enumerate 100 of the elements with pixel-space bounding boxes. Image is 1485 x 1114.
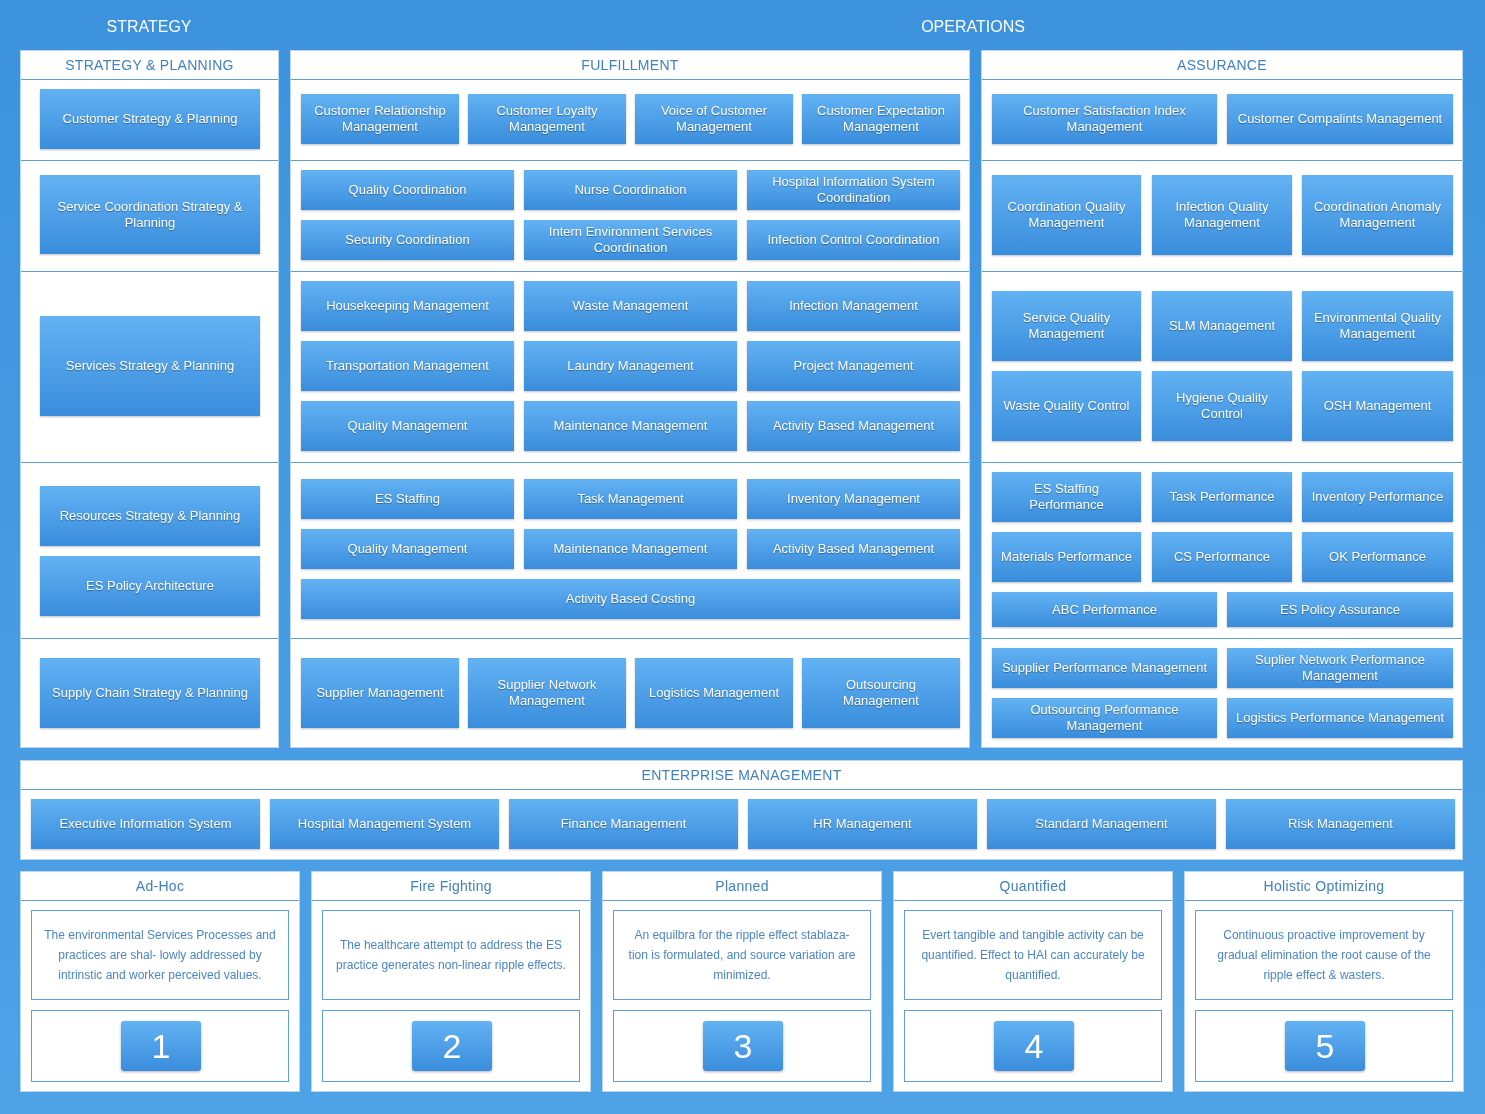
capability-box: Task Management <box>524 479 737 519</box>
level-number: 5 <box>1285 1021 1365 1071</box>
panel-heading: Ad-Hoc <box>21 872 299 901</box>
column-heading: STRATEGY <box>106 18 192 36</box>
capability-box: CS Performance <box>1152 532 1292 582</box>
capability-box: Logistics Performance Management <box>1227 698 1453 738</box>
capability-box: SLM Management <box>1152 291 1292 361</box>
capability-box: Finance Management <box>509 799 738 849</box>
description-box: Continuous proactive improvement by gradual elimination the root cause of the ripple effect & wasters. <box>1195 910 1453 1000</box>
capability-box: Outsourcing Management <box>802 658 960 728</box>
section-panel <box>602 871 882 1092</box>
capability-box: Infection Quality Management <box>1152 175 1292 255</box>
capability-box: Quality Management <box>301 529 514 569</box>
capability-box: Supplier Management <box>301 658 459 728</box>
capability-box: Customer Relationship Management <box>301 94 459 144</box>
capability-box: ES Staffing <box>301 479 514 519</box>
description-box: The environmental Services Processes and practices are shal- lowly addressed by intrinstic and worker perceived values. <box>31 910 289 1000</box>
panel-heading: FULFILLMENT <box>291 51 969 80</box>
capability-box: Transportation Management <box>301 341 514 391</box>
capability-box: Outsourcing Performance Management <box>992 698 1217 738</box>
capability-box: Housekeeping Management <box>301 281 514 331</box>
number-frame <box>322 1010 580 1082</box>
panel-heading: Fire Fighting <box>312 872 590 901</box>
section-panel <box>311 871 591 1092</box>
capability-box: Services Strategy & Planning <box>40 316 260 416</box>
number-frame <box>31 1010 289 1082</box>
capability-box: Customer Expectation Management <box>802 94 960 144</box>
capability-box: OK Performance <box>1302 532 1453 582</box>
panel-heading: ASSURANCE <box>982 51 1462 80</box>
capability-box: Infection Management <box>747 281 960 331</box>
section-panel <box>290 50 970 748</box>
capability-box: Resources Strategy & Planning <box>40 486 260 546</box>
capability-box: Hygiene Quality Control <box>1152 371 1292 441</box>
capability-box: Hospital Information System Coordination <box>747 170 960 210</box>
capability-box: Intern Environment Services Coordination <box>524 220 737 260</box>
capability-box: Supplier Network Management <box>468 658 626 728</box>
section-panel <box>893 871 1173 1092</box>
capability-box: ES Policy Assurance <box>1227 592 1453 627</box>
capability-box: Risk Management <box>1226 799 1455 849</box>
capability-box: Customer Compalints Management <box>1227 94 1453 144</box>
panel-heading: Holistic Optimizing <box>1185 872 1463 901</box>
capability-box: HR Management <box>748 799 977 849</box>
capability-box: Materials Performance <box>992 532 1141 582</box>
capability-box: Customer Strategy & Planning <box>40 89 260 149</box>
capability-box: Voice of Customer Management <box>635 94 793 144</box>
capability-box: Infection Control Coordination <box>747 220 960 260</box>
capability-box: Maintenance Management <box>524 529 737 569</box>
capability-box: Hospital Management System <box>270 799 499 849</box>
number-frame <box>1195 1010 1453 1082</box>
capability-box: Security Coordination <box>301 220 514 260</box>
capability-box: Customer Loyalty Management <box>468 94 626 144</box>
capability-box: Supply Chain Strategy & Planning <box>40 658 260 728</box>
column-heading: OPERATIONS <box>921 18 1025 36</box>
description-box: Evert tangible and tangible activity can be quantified. Effect to HAI can accurately be quantified. <box>904 910 1162 1000</box>
capability-box: ABC Performance <box>992 592 1217 627</box>
capability-box: Service Quality Management <box>992 291 1141 361</box>
capability-box: Coordination Quality Management <box>992 175 1141 255</box>
capability-box: Inventory Performance <box>1302 472 1453 522</box>
description-box: An equilbra for the ripple effect stablaza- tion is formulated, and source variation are minimized. <box>613 910 871 1000</box>
section-panel <box>1184 871 1464 1092</box>
capability-box: OSH Management <box>1302 371 1453 441</box>
capability-box: Activity Based Management <box>747 401 960 451</box>
section-panel <box>20 871 300 1092</box>
panel-heading: STRATEGY & PLANNING <box>21 51 278 80</box>
capability-box: Coordination Anomaly Management <box>1302 175 1453 255</box>
capability-box: Quality Management <box>301 401 514 451</box>
section-panel <box>981 50 1463 748</box>
panel-heading: Planned <box>603 872 881 901</box>
capability-box: Maintenance Management <box>524 401 737 451</box>
panel-heading: Quantified <box>894 872 1172 901</box>
capability-box: Customer Satisfaction Index Management <box>992 94 1217 144</box>
capability-box: Inventory Management <box>747 479 960 519</box>
capability-box: Logistics Management <box>635 658 793 728</box>
capability-box: Executive Information System <box>31 799 260 849</box>
capability-box: Project Management <box>747 341 960 391</box>
capability-box: Waste Quality Control <box>992 371 1141 441</box>
capability-box: Environmental Quality Management <box>1302 291 1453 361</box>
capability-box: Task Performance <box>1152 472 1292 522</box>
capability-box: Supplier Performance Management <box>992 648 1217 688</box>
capability-box: ES Policy Architecture <box>40 556 260 616</box>
capability-box: Activity Based Costing <box>301 579 960 619</box>
capability-box: Waste Management <box>524 281 737 331</box>
level-number: 4 <box>994 1021 1074 1071</box>
capability-box: Laundry Management <box>524 341 737 391</box>
panel-heading: ENTERPRISE MANAGEMENT <box>21 761 1462 790</box>
level-number: 3 <box>703 1021 783 1071</box>
capability-box: Activity Based Management <box>747 529 960 569</box>
number-frame <box>613 1010 871 1082</box>
level-number: 1 <box>121 1021 201 1071</box>
description-box: The healthcare attempt to address the ES practice generates non-linear ripple effects. <box>322 910 580 1000</box>
level-number: 2 <box>412 1021 492 1071</box>
capability-box: ES Staffing Performance <box>992 472 1141 522</box>
capability-box: Quality Coordination <box>301 170 514 210</box>
capability-box: Suplier Network Performance Management <box>1227 648 1453 688</box>
capability-box: Nurse Coordination <box>524 170 737 210</box>
section-panel <box>20 50 279 748</box>
section-panel <box>20 760 1463 860</box>
number-frame <box>904 1010 1162 1082</box>
capability-box: Service Coordination Strategy & Planning <box>40 175 260 254</box>
capability-box: Standard Management <box>987 799 1216 849</box>
